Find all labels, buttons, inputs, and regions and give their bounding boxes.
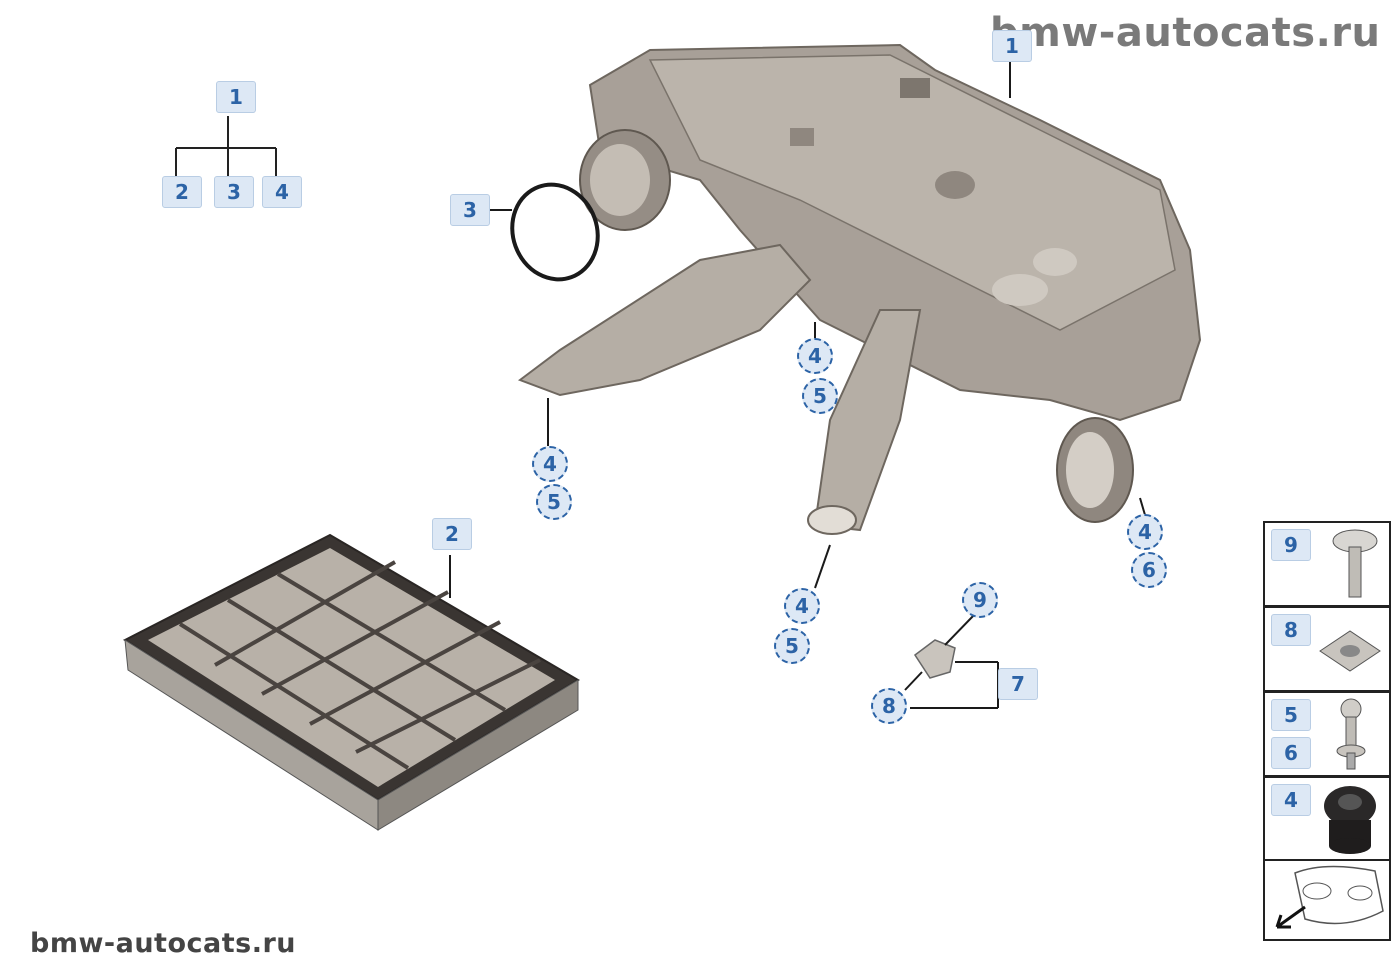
legend-label: 8 (1271, 614, 1311, 646)
callout-mount-b-4[interactable]: 4 (797, 338, 833, 374)
callout-housing[interactable]: 1 (992, 30, 1032, 62)
callout-mount-a-5[interactable]: 5 (536, 484, 572, 520)
legend-cell-clip-nut[interactable]: 8 (1263, 606, 1391, 692)
legend-cell-rubber-grommet[interactable]: 4 (1263, 776, 1391, 862)
tree-child-label: 2 (162, 176, 202, 208)
callout-bracket-8[interactable]: 8 (871, 688, 907, 724)
callout-mount-d-6[interactable]: 6 (1131, 552, 1167, 588)
clip-nut-icon (1319, 630, 1381, 672)
legend-label: 5 (1271, 699, 1311, 731)
callout-bracket-9[interactable]: 9 (962, 582, 998, 618)
tree-root-label: 1 (216, 81, 256, 113)
sealing-ring-icon (510, 182, 600, 282)
callout-mount-c-5[interactable]: 5 (774, 628, 810, 664)
callout-bracket-7[interactable]: 7 (998, 668, 1038, 700)
bracket-icon (913, 639, 956, 679)
callout-filter[interactable]: 2 (432, 518, 472, 550)
watermark-bottom: bmw-autocats.ru (30, 928, 297, 959)
leader-lines (449, 62, 1146, 709)
rubber-grommet-icon (1324, 786, 1376, 854)
watermark-top: bmw-autocats.ru (990, 10, 1381, 56)
legend-label: 4 (1271, 784, 1311, 816)
legend-cell-vehicle-location[interactable] (1263, 859, 1391, 941)
callout-mount-a-4[interactable]: 4 (532, 446, 568, 482)
vehicle-location-icon (1275, 865, 1384, 929)
callout-mount-c-4[interactable]: 4 (784, 588, 820, 624)
legend-label: 6 (1271, 737, 1311, 769)
legend-label: 9 (1271, 529, 1311, 561)
ball-stud-icon (1336, 698, 1366, 770)
screw-icon (1332, 529, 1378, 598)
callout-mount-b-5[interactable]: 5 (802, 378, 838, 414)
callout-ring[interactable]: 3 (450, 194, 490, 226)
tree-child-label: 3 (214, 176, 254, 208)
legend-cell-screw[interactable]: 9 (1263, 521, 1391, 607)
air-filter-housing-icon (517, 43, 1202, 535)
callout-mount-d-4[interactable]: 4 (1127, 514, 1163, 550)
legend-cell-ball-stud[interactable]: 5 6 (1263, 691, 1391, 777)
air-filter-element-icon (122, 533, 580, 831)
parts-tree-lines (175, 116, 277, 176)
tree-child-label: 4 (262, 176, 302, 208)
